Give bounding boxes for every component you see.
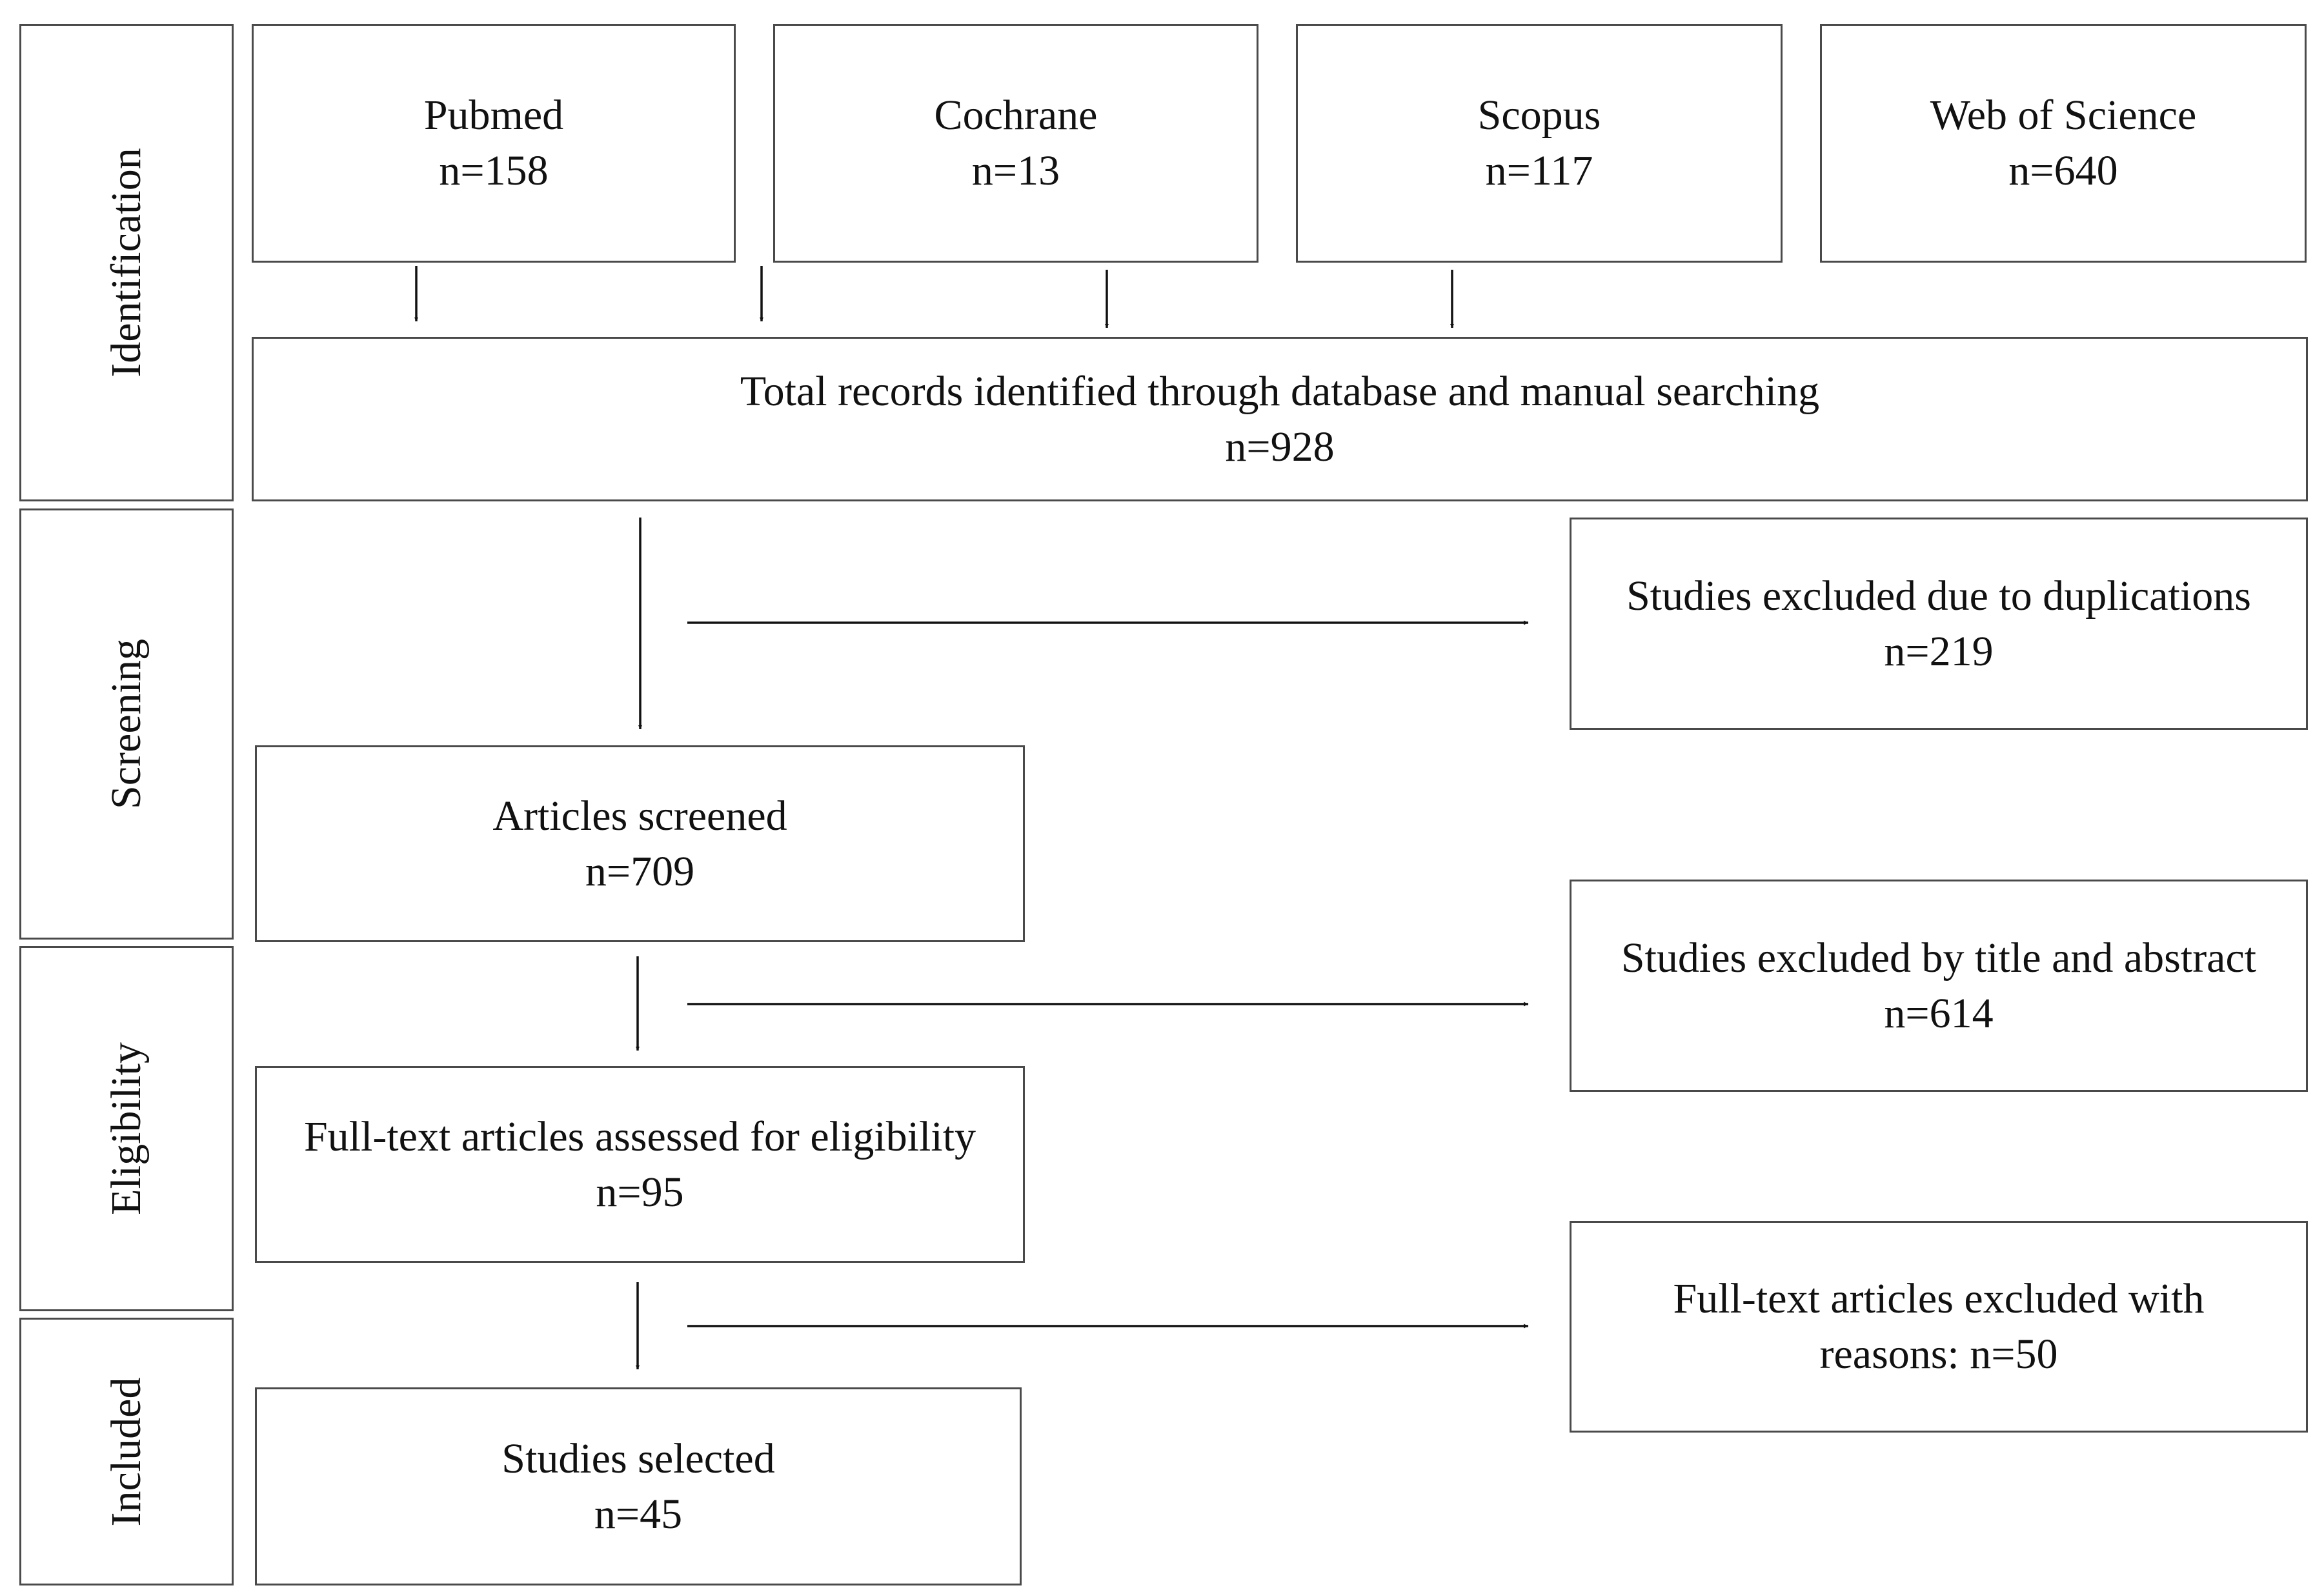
source-box-web-of-science: Web of Science n=640 — [1820, 24, 2307, 263]
total-records-count: n=928 — [1225, 423, 1335, 470]
source-count: n=158 — [439, 147, 549, 194]
fulltext-assessed-count: n=95 — [596, 1168, 684, 1216]
source-box-cochrane: Cochrane n=13 — [773, 24, 1258, 263]
total-records-label: Total records identified through databas… — [740, 367, 1820, 415]
source-box-scopus: Scopus n=117 — [1296, 24, 1783, 263]
source-name: Web of Science — [1930, 92, 2197, 139]
excluded-duplicates-count: n=219 — [1884, 627, 1994, 675]
source-name: Pubmed — [423, 92, 564, 139]
excluded-title-abstract-label: Studies excluded by title and abstract — [1621, 934, 2257, 981]
source-name: Cochrane — [934, 92, 1098, 139]
excluded-duplicates-box: Studies excluded due to duplications n=2… — [1570, 518, 2308, 730]
source-count: n=640 — [2008, 147, 2118, 194]
studies-selected-label: Studies selected — [501, 1434, 775, 1482]
stage-included: Included — [19, 1318, 234, 1585]
source-box-pubmed: Pubmed n=158 — [252, 24, 736, 263]
excluded-fulltext-line1: Full-text articles excluded with — [1673, 1275, 2205, 1322]
articles-screened-count: n=709 — [585, 847, 695, 895]
articles-screened-box: Articles screened n=709 — [255, 745, 1025, 942]
stage-screening: Screening — [19, 508, 234, 940]
source-count: n=117 — [1485, 147, 1593, 194]
excluded-fulltext-box: Full-text articles excluded with reasons… — [1570, 1221, 2308, 1433]
total-records-box: Total records identified through databas… — [252, 337, 2308, 501]
fulltext-assessed-label: Full-text articles assessed for eligibil… — [303, 1112, 976, 1160]
source-name: Scopus — [1477, 92, 1601, 139]
excluded-duplicates-label: Studies excluded due to duplications — [1626, 572, 2251, 619]
articles-screened-label: Articles screened — [492, 792, 787, 840]
stage-identification: Identification — [19, 24, 234, 501]
source-count: n=13 — [971, 147, 1060, 194]
studies-selected-count: n=45 — [594, 1490, 683, 1538]
excluded-title-abstract-box: Studies excluded by title and abstract n… — [1570, 880, 2308, 1092]
excluded-title-abstract-count: n=614 — [1884, 989, 1994, 1037]
excluded-fulltext-line2: reasons: n=50 — [1819, 1331, 2058, 1378]
studies-selected-box: Studies selected n=45 — [255, 1387, 1022, 1585]
stage-eligibility: Eligibility — [19, 946, 234, 1311]
fulltext-assessed-box: Full-text articles assessed for eligibil… — [255, 1066, 1025, 1263]
